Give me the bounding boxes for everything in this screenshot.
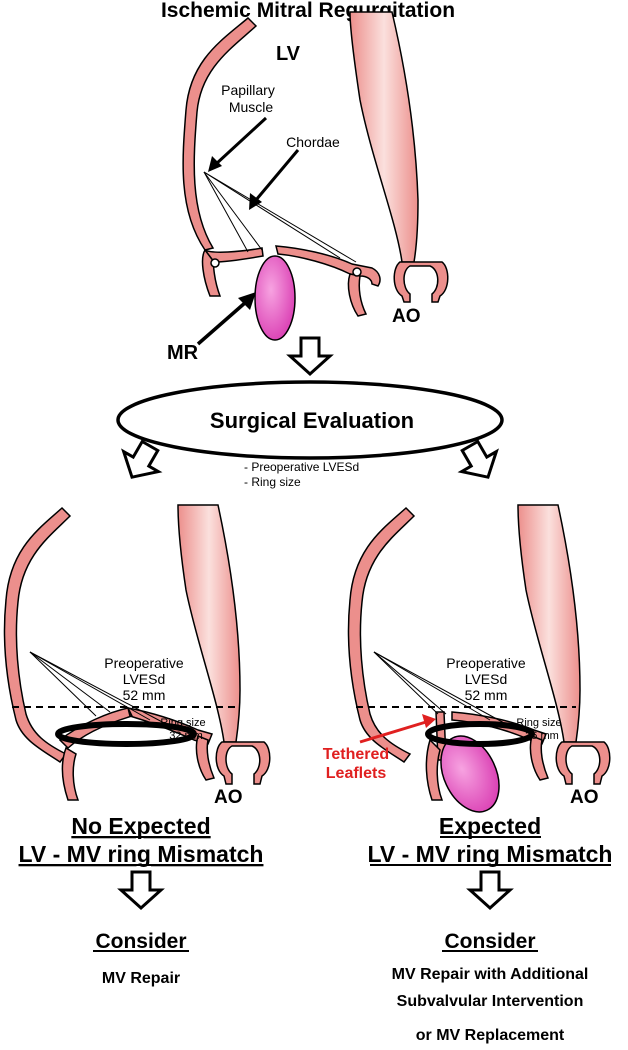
right-annulus [347,273,368,317]
tethered-label: Leaflets [326,765,387,782]
chordae-pointer [249,149,300,210]
down-arrow-top [288,336,332,376]
outcome-heading-right: LV - MV ring Mismatch [368,841,613,867]
lvesd-label-right: LVESd [465,671,508,687]
aortic-root-right [555,741,611,785]
mr-pointer [196,292,256,346]
papillary-label-1: Papillary [221,82,275,98]
annuloplasty-ring-right [425,721,535,747]
annuloplasty-ring-left [55,721,197,747]
ao-label-right: AO [570,787,599,808]
lvesd-value-right: 52 mm [465,687,508,703]
anterior-leaflet [204,247,264,263]
evaluation-criterion: - Ring size [244,475,301,489]
ring-size-label-right: Ring size [516,717,561,729]
lv-wall [182,16,258,251]
chordae-label: Chordae [286,134,340,150]
lvesd-value-left: 52 mm [123,687,166,703]
ring-size-value-right: 26 mm [525,730,559,742]
top-heart: LV Papillary Muscle Chordae MR AO [167,11,449,364]
recommendation-right: MV Repair with Additional [392,966,589,983]
page-title: Ischemic Mitral Regurgitation [161,0,455,22]
left-outcome: No Expected LV - MV ring Mismatch [19,813,264,867]
down-arrow-bottom-right [468,870,512,910]
lv-label: LV [276,43,301,65]
aorta [349,11,419,263]
papillary-pointer [208,116,268,172]
mr-jet-right [440,735,500,813]
papillary-label-2: Muscle [229,99,274,115]
outcome-heading-right: Expected [439,813,541,839]
down-arrow-bottom-left [119,870,163,910]
lvesd-label-right: Preoperative [446,655,526,671]
lv-wall-right [347,506,416,764]
ring-size-value-left: 32 mm [169,730,203,742]
ao-label-left: AO [214,787,243,808]
recommendation-right: or MV Replacement [416,1027,565,1044]
outcome-heading-left: LV - MV ring Mismatch [19,841,264,867]
evaluation-criterion: - Preoperative LVESd [244,460,359,474]
posterior-leaflet [275,245,381,287]
chordae-lines [203,171,357,263]
surgical-evaluation-node: Surgical Evaluation [116,380,504,460]
ring-size-label-left: Ring size [160,717,205,729]
evaluation-label: Surgical Evaluation [210,408,414,433]
mr-jet [254,255,296,341]
ao-label-top: AO [392,306,421,327]
outcome-heading-left: No Expected [71,813,210,839]
tethered-label: Tethered [323,746,389,763]
lvesd-label-left: Preoperative [104,655,184,671]
mr-label: MR [167,342,199,364]
lvesd-label-left: LVESd [123,671,166,687]
aortic-root-left [215,741,271,785]
lv-wall-left [3,506,72,764]
right-outcome: Expected LV - MV ring Mismatch [368,813,613,867]
aortic-root [393,261,449,303]
consider-label-left: Consider [95,930,186,953]
recommendation-left: MV Repair [102,970,180,987]
consider-label-right: Consider [444,930,535,953]
right-heart: Preoperative LVESd 52 mm Ring size 26 mm… [323,504,611,813]
recommendation-right: Subvalvular Intervention [397,993,584,1010]
left-heart: Preoperative LVESd 52 mm Ring size 32 mm… [3,504,271,808]
tethered-pointer [359,714,436,744]
